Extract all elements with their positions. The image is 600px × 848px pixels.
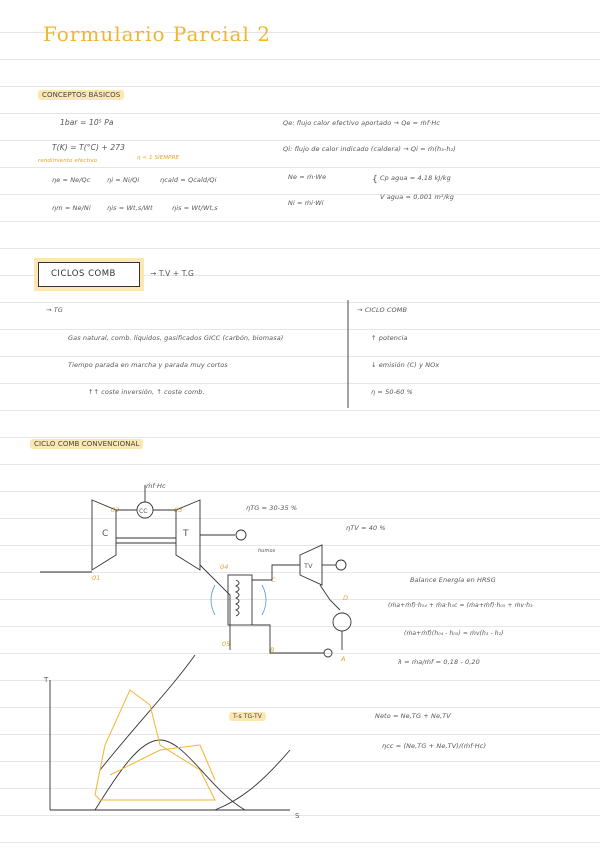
label-turbine: T: [183, 529, 189, 539]
tg-heading: → TG: [46, 306, 63, 314]
combustion-chamber: [136, 501, 154, 519]
section-conv-heading: CICLO COMB CONVENCIONAL: [30, 439, 144, 449]
point-03: 03: [174, 506, 183, 514]
point-01: 01: [92, 574, 101, 582]
tg-item-1: Gas natural, comb. líquidos, gasificados…: [68, 334, 284, 342]
cc-heading: → CICLO COMB: [357, 306, 408, 314]
basics-note-rendimiento: rendimiento efectivo: [38, 158, 98, 164]
label-tv: TV: [304, 562, 313, 570]
flow-arrow-right: [261, 584, 267, 616]
point-a: A: [341, 655, 346, 663]
basics-cp: Cp agua = 4,18 kJ/kg: [380, 174, 451, 182]
cycles-heading-arrow: → T.V + T.G: [150, 269, 194, 278]
section-basics-heading: CONCEPTOS BÁSICOS: [38, 90, 125, 100]
isobar-2: [214, 749, 291, 811]
tg-item-2: Tiempo parada en marcha y parada muy cor…: [68, 361, 228, 369]
basics-note-siempre: η < 1 SIEMPRE: [137, 155, 180, 161]
cc-item-3: η = 50-60 %: [371, 388, 413, 396]
eq-eta-cald: ηcald = Qcald/Qi: [160, 176, 217, 184]
basics-temp: T(K) = T(°C) + 273: [52, 143, 125, 152]
eq-eta-is-2: ηis = Wt/Wt,s: [172, 204, 218, 212]
isobar-1: [99, 654, 196, 771]
generator-tv: [335, 559, 347, 571]
condenser: [332, 612, 352, 632]
steam-line: [252, 564, 300, 581]
turbine-shape: [175, 499, 201, 571]
cc-item-1: ↑ potencia: [371, 334, 408, 342]
steam-turbine: [299, 544, 323, 586]
cycles-heading: CICLOS COMB: [51, 269, 116, 279]
label-eta-tv: ηTV = 40 %: [346, 524, 386, 532]
ts-axis-s: S: [295, 812, 300, 820]
basics-bar: 1bar = 10⁵ Pa: [60, 118, 114, 127]
ts-eta-cc: ηcc = (Ne,TG + Ne,TV)/(ṁf·Hc): [382, 742, 487, 750]
generator-tg: [235, 529, 247, 541]
pump: [323, 648, 333, 658]
hrsg-coil: [234, 579, 240, 617]
page-title: Formulario Parcial 2: [43, 22, 271, 46]
basics-ni: Ni = ṁi·Wi: [288, 199, 324, 207]
eq-eta-is-1: ηis = Wt,s/Wt: [107, 204, 153, 212]
basics-vol: V agua = 0,001 m³/kg: [380, 193, 454, 201]
basics-qi: Qi: flujo de calor indicado (caldera) → …: [283, 145, 456, 153]
compressor-shape: [91, 499, 117, 571]
flow-arrow-left: [210, 584, 216, 616]
brace: {: [372, 175, 378, 185]
balance-title: Balance Energía en HRSG: [410, 576, 496, 584]
hrsg-box: [227, 574, 253, 626]
ts-cycle-tv: [109, 744, 216, 781]
point-d: D: [343, 594, 349, 602]
balance-eq-2: (ṁa+ṁf)(h₀₄ - h₀₅) = ṁv(h₃ - h₂): [404, 630, 504, 637]
exhaust-line: [199, 564, 231, 650]
eq-eta-e: ηe = Ne/Qc: [52, 176, 91, 184]
balance-eq-3: λ = ṁa/ṁf = 0,18 - 0,20: [398, 658, 480, 666]
label-eta-tg: ηTG = 30-35 %: [246, 504, 298, 512]
ts-axis-t: T: [44, 676, 49, 684]
feedwater-line: [252, 624, 324, 654]
point-05: 05: [222, 640, 231, 648]
ts-neto: Neto = Ne,TG + Ne,TV: [375, 712, 451, 720]
tv-exhaust: [319, 584, 341, 611]
eq-eta-m: ηm = Ne/Ni: [52, 204, 91, 212]
label-compressor: C: [102, 529, 109, 539]
eq-eta-i: ηi = Ni/Qi: [107, 176, 140, 184]
label-humos: humos: [258, 548, 276, 554]
ts-cycle-tg: [94, 689, 216, 801]
ts-label: T-s TG-TV: [229, 712, 266, 721]
tg-item-3: ↑↑ coste inversión, ↑ coste comb.: [88, 388, 205, 396]
saturation-dome: [94, 739, 246, 811]
basics-ne: Ne = ṁ·We: [288, 173, 327, 181]
basics-qe: Qe: flujo calor efectivo aportado → Qe =…: [283, 119, 441, 127]
label-cc: CC: [139, 508, 148, 515]
cc-item-2: ↓ emisión (C) y NOx: [371, 361, 440, 369]
cycles-heading-box: CICLOS COMB: [38, 262, 140, 287]
point-c: C: [271, 576, 276, 584]
point-04: 04: [220, 563, 229, 571]
point-b: B: [270, 646, 275, 654]
balance-eq-1: (ṁa+ṁf)·h₀₄ + ṁa·h₀c = (ṁa+ṁf)·h₀₅ + ṁv·…: [388, 602, 533, 609]
label-mf: ṁf·Hc: [146, 482, 166, 490]
